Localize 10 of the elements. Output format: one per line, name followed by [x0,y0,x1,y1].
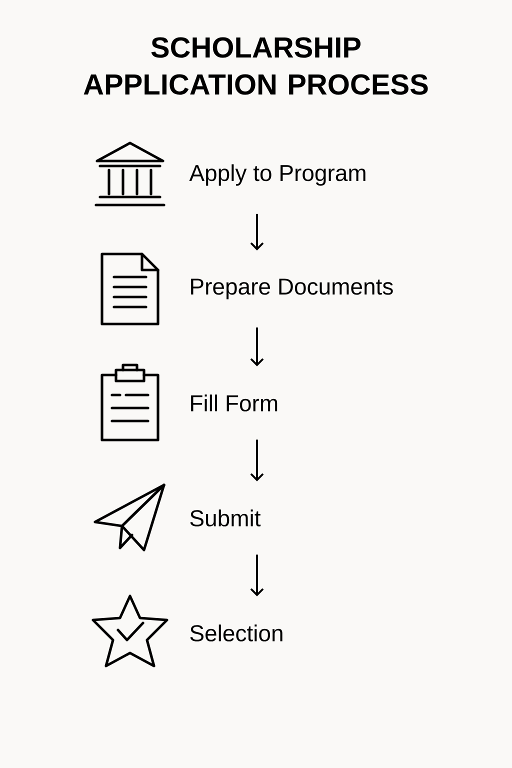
arrow [250,214,264,250]
arrow [250,554,264,596]
step-label: Apply to Program [189,164,366,186]
step-label: Prepare Documents [191,278,393,300]
step-label: Fill Form [191,394,278,412]
step-label: Submit [190,510,261,526]
arrow [250,328,264,366]
arrow [250,440,264,482]
step-label: Selection [190,624,282,642]
title: SCHOLARSHIP APPLICATION PROCESS [84,37,428,95]
